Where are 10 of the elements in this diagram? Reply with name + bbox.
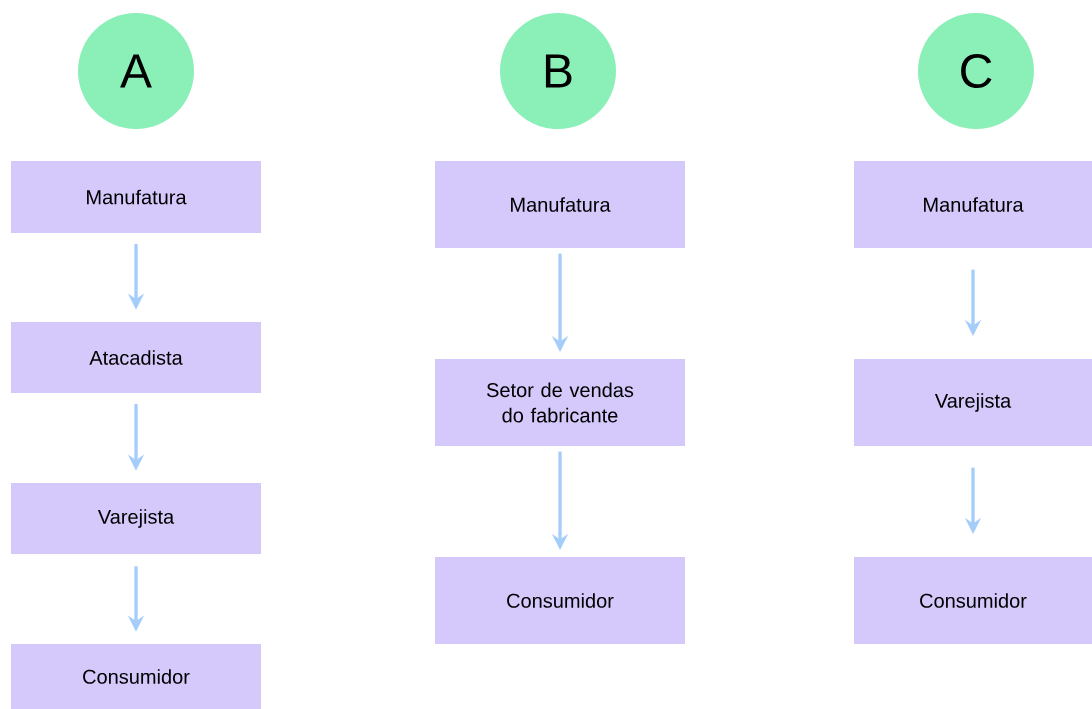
process-box: Varejista	[854, 359, 1092, 446]
process-box: Setor de vendas do fabricante	[435, 359, 685, 446]
process-box: Consumidor	[854, 557, 1092, 644]
process-box: Manufatura	[435, 161, 685, 248]
process-box: Manufatura	[11, 161, 261, 233]
process-box: Atacadista	[11, 322, 261, 393]
process-box: Consumidor	[435, 557, 685, 644]
process-box: Manufatura	[854, 161, 1092, 248]
process-box: Consumidor	[11, 644, 261, 709]
process-box: Varejista	[11, 483, 261, 554]
